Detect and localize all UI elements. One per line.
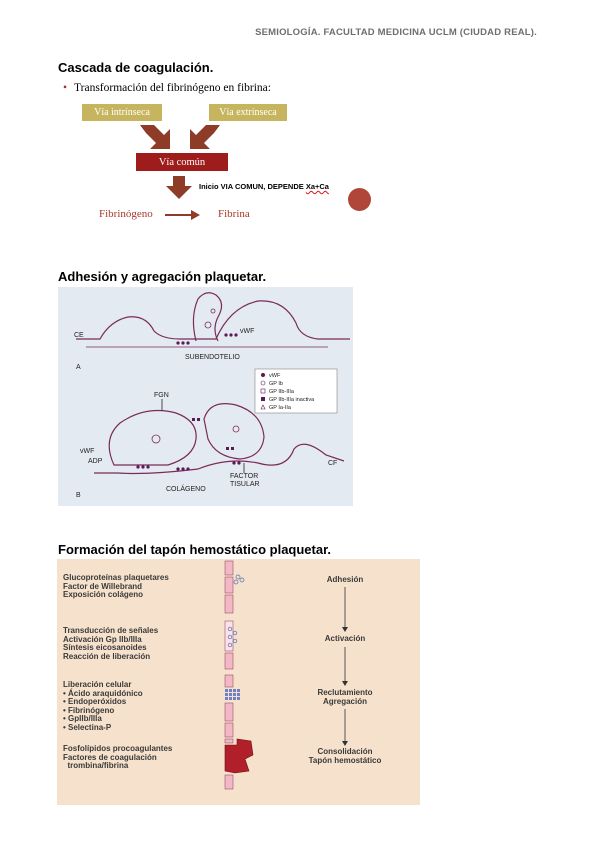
label-vwf-b: vWF — [80, 448, 94, 455]
arrow-right-icon — [165, 210, 200, 220]
section-title-tapon: Formación del tapón hemostático plaqueta… — [58, 542, 332, 557]
fibrina-label: Fibrina — [218, 208, 250, 220]
row4-right-text: Consolidación Tapón hemostático — [308, 747, 382, 765]
via-intrinseca-box: Vía intrínseca — [82, 104, 162, 121]
bullet-dot-icon: • — [63, 82, 68, 94]
page-header: SEMIOLOGÍA. FACULTAD MEDICINA UCLM (CIUD… — [255, 27, 537, 38]
tapon-graphics — [224, 560, 348, 790]
row1-right-text: Adhesión — [326, 575, 364, 584]
arrow-down-left-icon — [190, 125, 220, 149]
platelet-a — [192, 292, 223, 342]
row2-left-text: Transducción de señales Activación Gp II… — [63, 626, 159, 661]
fibrinogeno-label: Fibrinógeno — [99, 208, 153, 220]
platelet-adhesion-diagram: CE vWF SUBENDOTELIO A vWF GP Ib GP IIb-I… — [58, 287, 353, 506]
inicio-via-comun-text: Inicio VIA COMUN, DEPENDE Xa+Ca — [199, 182, 329, 191]
legend-box — [254, 368, 338, 414]
section-title-cascada: Cascada de coagulación. — [58, 60, 214, 75]
row3-right-text: Reclutamiento Agregación — [317, 688, 373, 706]
inicio-prefix: Inicio VIA COMUN, DEPENDE — [199, 182, 306, 191]
clot-icon — [224, 738, 254, 774]
red-circle-icon — [348, 188, 371, 211]
inicio-xa-ca: Xa+Ca — [305, 182, 329, 191]
endothelium-line-b — [94, 443, 345, 475]
via-comun-box: Vía común — [136, 153, 228, 171]
legend-gp-ia-iia: GP Ia-IIa — [269, 405, 292, 411]
legend-gp-ib: GP Ib — [269, 381, 283, 387]
legend-vwf: vWF — [269, 373, 281, 379]
row2-right-text: Activación — [324, 634, 366, 643]
platelet-b2 — [203, 403, 265, 460]
arrow-down-right-icon — [140, 125, 170, 149]
arrow-down-icon — [166, 176, 192, 199]
platelet-b1 — [108, 410, 197, 466]
legend-gp-inactiva: GP IIb-IIIa inactiva — [269, 397, 315, 403]
converging-arrows-icon — [140, 125, 220, 149]
bullet-transformacion: • Transformación del fibrinógeno en fibri… — [63, 82, 271, 94]
row1-left-text: Glucoproteínas plaquetares Factor de Wil… — [63, 573, 169, 600]
label-panel-a: A — [76, 364, 81, 371]
label-subendotelio: SUBENDOTELIO — [185, 354, 240, 361]
label-fgn: FGN — [154, 392, 169, 399]
label-colageno: COLÁGENO — [166, 484, 206, 493]
via-extrinseca-box: Vía extrínseca — [209, 104, 287, 121]
label-ce-left: CE — [74, 332, 84, 339]
row3-left-text: Liberación celular • Ácido araquidónico … — [63, 680, 143, 732]
tapon-hemostatico-diagram: Glucoproteínas plaquetares Factor de Wil… — [57, 559, 420, 805]
section-title-adhesion: Adhesión y agregación plaquetar. — [58, 269, 267, 284]
label-adp: ADP — [88, 458, 103, 465]
endothelium-line-a — [76, 300, 350, 340]
label-factor: FACTOR — [230, 473, 258, 480]
legend-gp-iib-iiia: GP IIb-IIIa — [269, 389, 295, 395]
label-tisular: TISULAR — [230, 481, 260, 488]
label-vwf-a: vWF — [240, 328, 254, 335]
row4-left-text: Fosfolípidos procoagulantes Factores de … — [63, 744, 173, 771]
label-panel-b: B — [76, 492, 81, 499]
bullet-text: Transformación del fibrinógeno en fibrin… — [74, 82, 271, 94]
label-cf: CF — [328, 460, 337, 467]
